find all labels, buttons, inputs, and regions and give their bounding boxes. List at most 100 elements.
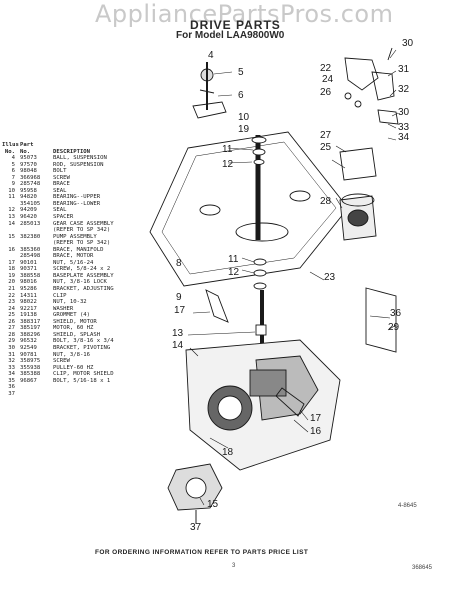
spacer-shape xyxy=(255,324,267,336)
row-illus-no: 14 xyxy=(8,220,15,227)
row-illus-no: 25 xyxy=(8,312,15,319)
row-description: NUT, 3/8-16 xyxy=(53,351,91,358)
bolt-line xyxy=(387,47,393,61)
header-description: DESCRIPTION xyxy=(53,148,91,155)
baseplate-boss xyxy=(289,190,311,202)
row-description: BALL, SUSPENSION xyxy=(53,155,107,162)
row-part-no: 385360 xyxy=(20,246,41,253)
row-part-no: 94820 xyxy=(20,194,37,201)
row-illus-no: 30 xyxy=(8,344,15,351)
row-description: SHIELD, SPLASH xyxy=(53,331,101,338)
parts-list-row: 7 366968 SCREW xyxy=(2,175,180,182)
row-illus-no: 28 xyxy=(8,331,15,338)
rod-washer-line xyxy=(199,89,215,94)
row-part-no: 388317 xyxy=(20,318,41,325)
row-illus-no: 24 xyxy=(8,305,15,312)
callout-12: 12 xyxy=(222,159,234,170)
row-description: SEAL xyxy=(53,187,67,194)
callout-17: 17 xyxy=(310,413,322,424)
row-illus-no: 37 xyxy=(8,390,15,397)
header-no: No. xyxy=(4,148,15,155)
row-illus-no: 19 xyxy=(8,272,15,279)
parts-list-row: (REFER TO SP 342) xyxy=(2,240,180,247)
pulley-hub-shape xyxy=(217,395,243,421)
callout-36: 36 xyxy=(390,308,402,319)
callout-25: 25 xyxy=(320,142,332,153)
callout-10: 10 xyxy=(238,112,250,123)
gear-case-motor-shape xyxy=(249,369,287,397)
row-illus-no: 10 xyxy=(8,187,15,194)
row-illus-no: 7 xyxy=(11,174,15,181)
callout-30: 30 xyxy=(402,38,414,49)
parts-list-row: 28 388296 SHIELD, SPLASH xyxy=(2,332,180,339)
parts-list-row: 36 xyxy=(2,384,180,391)
row-illus-no: 6 xyxy=(11,168,15,175)
row-illus-no: 12 xyxy=(8,207,15,214)
row-description: NUT, 5/16-24 xyxy=(53,259,94,266)
baseplate-shape xyxy=(149,131,349,287)
header-illus: Illus xyxy=(2,142,19,148)
row-part-no: 95073 xyxy=(20,155,37,162)
brace-shape xyxy=(205,289,229,323)
baseplate-rim xyxy=(161,141,337,275)
row-illus-no: 20 xyxy=(8,279,15,286)
row-description: BOLT xyxy=(53,168,67,175)
callout-14: 14 xyxy=(172,340,184,351)
upper-seal-shape xyxy=(251,136,267,144)
callout-17: 17 xyxy=(174,305,186,316)
row-description: SCREW xyxy=(53,174,70,181)
row-part-no: 355938 xyxy=(20,364,41,371)
callout-27: 27 xyxy=(320,130,332,141)
row-part-no: 388558 xyxy=(20,272,41,279)
parts-list-row: 37 xyxy=(2,391,180,398)
ordering-info-footer: FOR ORDERING INFORMATION REFER TO PARTS … xyxy=(95,549,309,556)
row-part-no: 19138 xyxy=(20,312,37,319)
row-part-no: 285498 xyxy=(20,253,41,260)
row-illus-no: 26 xyxy=(8,318,15,325)
row-illus-no: 35 xyxy=(8,377,15,384)
row-description: SEAL xyxy=(53,207,67,214)
row-illus-no: 9 xyxy=(11,181,15,188)
row-part-no: 98022 xyxy=(20,299,37,306)
callout-12: 12 xyxy=(228,267,240,278)
row-description: BRACE, MOTOR xyxy=(53,253,94,260)
row-part-no: 90781 xyxy=(20,351,37,358)
row-part-no: 366968 xyxy=(20,174,41,181)
row-illus-no: 4 xyxy=(11,155,15,162)
callout-33: 33 xyxy=(398,122,410,133)
manifold-brace-shape xyxy=(275,387,305,417)
callout-18: 18 xyxy=(222,447,234,458)
upper-seal-2-shape xyxy=(253,159,265,165)
row-description: BOLT, 3/8-16 x 3/4 xyxy=(53,338,114,345)
parts-list-row: (REFER TO SP 342) xyxy=(2,227,180,234)
row-description: GROMMET (4) xyxy=(53,312,91,319)
callout-30: 30 xyxy=(398,107,410,118)
row-part-no: 94209 xyxy=(20,207,37,214)
row-illus-no: 21 xyxy=(8,286,15,293)
row-description: CLIP xyxy=(53,292,67,299)
row-illus-no: 11 xyxy=(8,194,15,201)
callout-5: 5 xyxy=(238,67,244,78)
row-part-no: 388296 xyxy=(20,331,41,338)
callout-32: 32 xyxy=(398,84,410,95)
row-description: PUMP ASSEMBLY xyxy=(53,233,97,240)
parts-list-row: 12 94209 SEAL xyxy=(2,207,180,214)
row-part-no: 96532 xyxy=(20,338,37,345)
parts-list-row: 285498 BRACE, MOTOR xyxy=(2,253,180,260)
splash-shield-shape xyxy=(365,287,397,353)
row-description: BEARING--LOWER xyxy=(53,200,101,207)
callout-24: 24 xyxy=(322,74,334,85)
row-illus-no: 27 xyxy=(8,325,15,332)
